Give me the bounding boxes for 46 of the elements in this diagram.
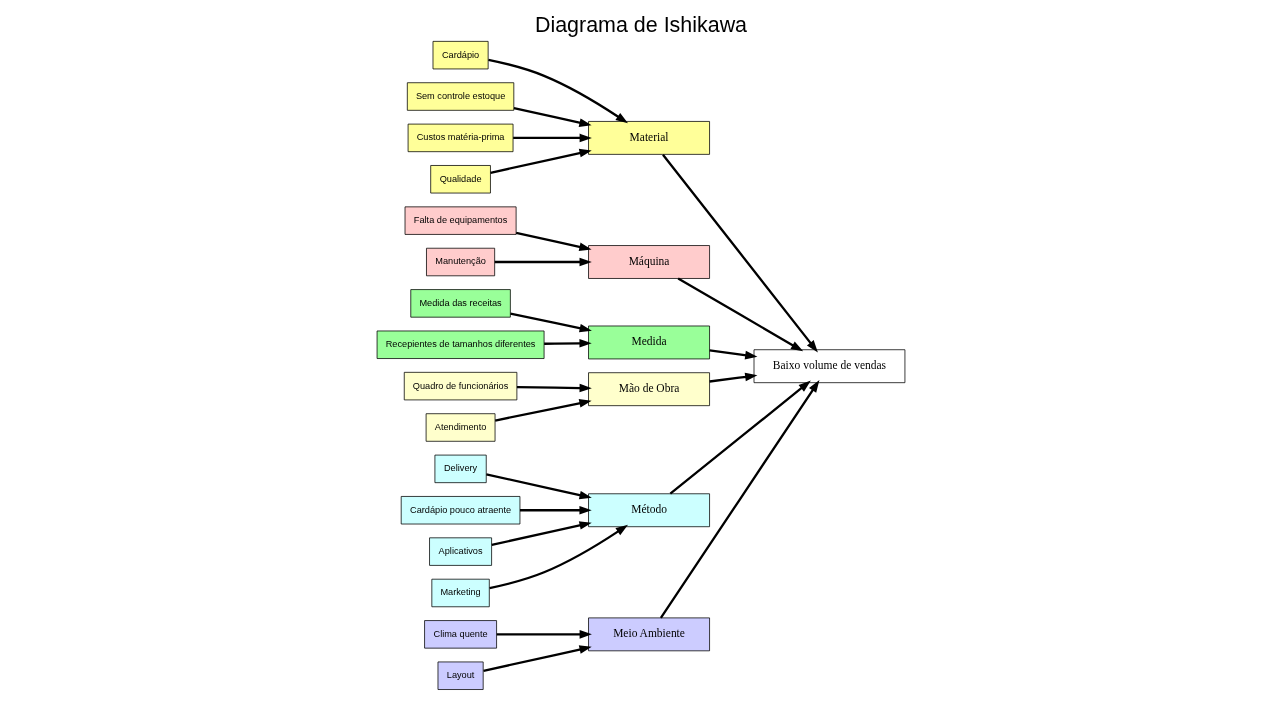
node-box: Marketing [430, 578, 490, 608]
arrow [661, 153, 818, 353]
arrow [516, 383, 592, 393]
node-box: Medida [587, 325, 710, 360]
node-box: Medida das receitas [409, 289, 511, 318]
node-box: Material [587, 121, 710, 155]
node-box: Manutenção [425, 247, 495, 277]
arrow [512, 133, 592, 143]
arrow [519, 505, 592, 515]
node-box: Cardápio pouco atraente [400, 496, 520, 525]
arrow [709, 372, 757, 383]
node-box: Método [587, 493, 710, 528]
node-box: Recepientes de tamanhos diferentes [376, 330, 544, 359]
arrow [489, 148, 592, 174]
arrow [494, 399, 592, 422]
node-box: Cardápio [432, 40, 489, 70]
node-box: Qualidade [429, 165, 491, 194]
node-box: Máquina [587, 245, 710, 279]
arrow [513, 107, 592, 127]
node-box: Sem controle estoque [406, 82, 514, 111]
node-box: Meio Ambiente [587, 617, 710, 652]
node-box: Delivery [434, 454, 487, 484]
node-box: Falta de equipamentos [404, 206, 516, 235]
node-box: Atendimento [425, 413, 495, 442]
node-box: Mão de Obra [587, 372, 710, 407]
arrow [543, 339, 592, 348]
arrow [677, 277, 803, 352]
node-box: Baixo volume de vendas [753, 349, 905, 384]
arrow [482, 645, 592, 672]
node-box: Quadro de funcionários [403, 371, 517, 401]
node-box: Layout [437, 661, 484, 690]
arrow [709, 349, 757, 360]
arrow [491, 521, 592, 546]
node-box: Aplicativos [428, 537, 492, 566]
node-box: Custos matéria-prima [407, 123, 513, 153]
arrow [669, 380, 811, 495]
arrow [488, 524, 628, 590]
arrow [509, 312, 592, 333]
arrow [494, 257, 592, 267]
arrow [487, 58, 628, 124]
diagram-title: Diagrama de Ishikawa [534, 12, 747, 37]
node-box: Clima quente [423, 620, 497, 649]
arrow [515, 231, 592, 251]
arrow [485, 473, 592, 500]
arrow [659, 380, 819, 619]
arrow [496, 630, 592, 639]
